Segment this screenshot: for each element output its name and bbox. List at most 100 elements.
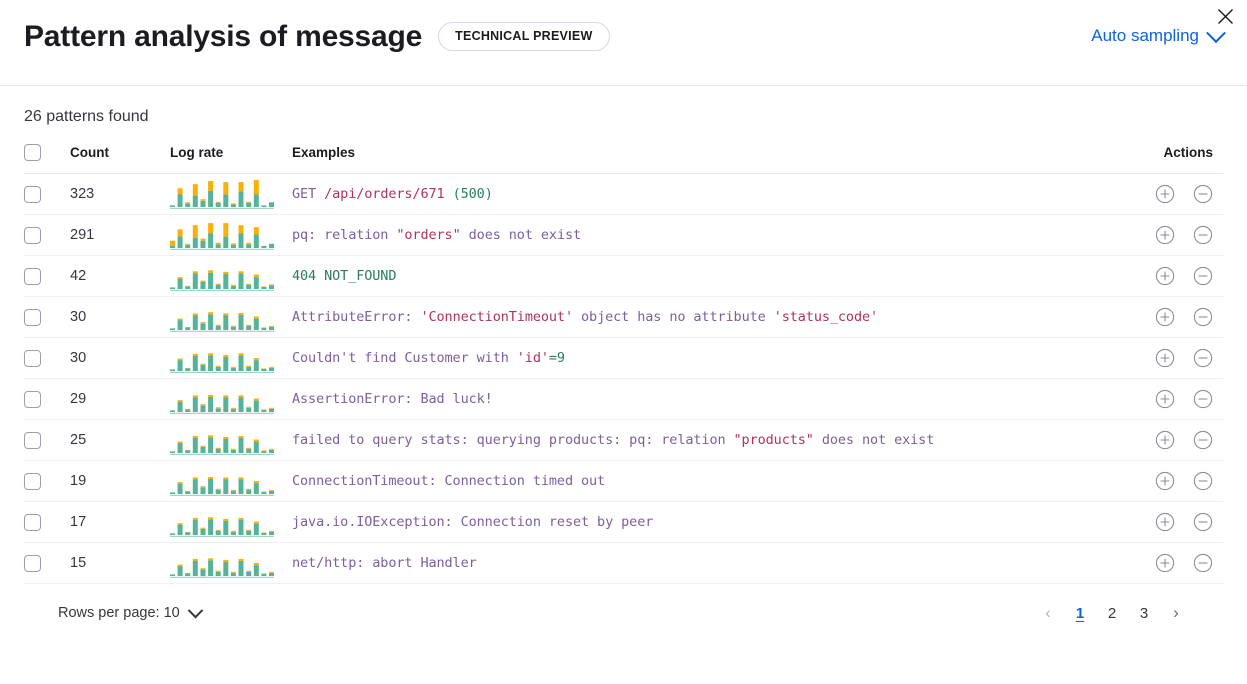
table-header-row: Count Log rate Examples Actions bbox=[24, 144, 1223, 174]
row-actions-cell bbox=[1107, 460, 1223, 502]
add-filter-button[interactable] bbox=[1155, 225, 1175, 245]
remove-filter-button[interactable] bbox=[1193, 266, 1213, 286]
row-checkbox[interactable] bbox=[24, 554, 41, 572]
minus-circle-icon bbox=[1193, 553, 1213, 573]
plus-circle-icon bbox=[1155, 184, 1175, 204]
example-text: 404 NOT_FOUND bbox=[292, 268, 396, 284]
table-row[interactable]: 30 Couldn't find Customer with 'id'=9 bbox=[24, 337, 1223, 379]
title-group: Pattern analysis of message TECHNICAL PR… bbox=[24, 20, 610, 53]
row-log-rate-cell bbox=[170, 460, 292, 502]
add-filter-button[interactable] bbox=[1155, 389, 1175, 409]
count-value: 291 bbox=[70, 227, 95, 243]
row-count-cell: 291 bbox=[70, 214, 170, 256]
page-button-2[interactable]: 2 bbox=[1099, 600, 1125, 626]
row-select-cell bbox=[24, 173, 70, 215]
add-filter-button[interactable] bbox=[1155, 348, 1175, 368]
add-filter-button[interactable] bbox=[1155, 471, 1175, 491]
example-token: does not exist bbox=[460, 227, 582, 243]
table-row[interactable]: 17 java.io.IOException: Connection reset… bbox=[24, 501, 1223, 543]
page-button-1[interactable]: 1 bbox=[1067, 600, 1093, 626]
plus-circle-icon bbox=[1155, 266, 1175, 286]
table-row[interactable]: 323 GET /api/orders/671 (500) bbox=[24, 173, 1223, 215]
row-checkbox[interactable] bbox=[24, 267, 41, 285]
table-row[interactable]: 29 AssertionError: Bad luck! bbox=[24, 378, 1223, 420]
row-log-rate-cell bbox=[170, 296, 292, 338]
example-text: ConnectionTimeout: Connection timed out bbox=[292, 473, 605, 489]
add-filter-button[interactable] bbox=[1155, 553, 1175, 573]
example-token: net/http: abort Handler bbox=[292, 555, 477, 571]
example-token: =9 bbox=[548, 350, 565, 366]
row-example-cell: pq: relation "orders" does not exist bbox=[292, 214, 1107, 256]
row-checkbox[interactable] bbox=[24, 390, 41, 408]
chevron-down-icon bbox=[187, 602, 203, 618]
row-checkbox[interactable] bbox=[24, 226, 41, 244]
row-checkbox[interactable] bbox=[24, 513, 41, 531]
column-header-log-rate[interactable]: Log rate bbox=[170, 144, 292, 174]
next-page-button[interactable]: › bbox=[1163, 600, 1189, 626]
row-actions-cell bbox=[1107, 419, 1223, 461]
remove-filter-button[interactable] bbox=[1193, 184, 1213, 204]
row-count-cell: 30 bbox=[70, 337, 170, 379]
column-header-count[interactable]: Count bbox=[70, 144, 170, 174]
table-row[interactable]: 30 AttributeError: 'ConnectionTimeout' o… bbox=[24, 296, 1223, 338]
remove-filter-button[interactable] bbox=[1193, 471, 1213, 491]
column-header-actions: Actions bbox=[1107, 144, 1223, 174]
add-filter-button[interactable] bbox=[1155, 430, 1175, 450]
log-rate-sparkline bbox=[170, 312, 274, 332]
count-value: 30 bbox=[70, 350, 87, 366]
table-row[interactable]: 42 404 NOT_FOUND bbox=[24, 255, 1223, 297]
table-row[interactable]: 19 ConnectionTimeout: Connection timed o… bbox=[24, 460, 1223, 502]
remove-filter-button[interactable] bbox=[1193, 512, 1213, 532]
row-checkbox[interactable] bbox=[24, 431, 41, 449]
example-token: (500) bbox=[452, 186, 493, 202]
row-checkbox[interactable] bbox=[24, 308, 41, 326]
table-row[interactable]: 291 pq: relation "orders" does not exist bbox=[24, 214, 1223, 256]
table-row[interactable]: 15 net/http: abort Handler bbox=[24, 542, 1223, 584]
row-checkbox[interactable] bbox=[24, 349, 41, 367]
log-rate-sparkline bbox=[170, 180, 274, 209]
table-row[interactable]: 25 failed to query stats: querying produ… bbox=[24, 419, 1223, 461]
page-button-3[interactable]: 3 bbox=[1131, 600, 1157, 626]
minus-circle-icon bbox=[1193, 512, 1213, 532]
row-example-cell: AttributeError: 'ConnectionTimeout' obje… bbox=[292, 296, 1107, 338]
row-log-rate-cell bbox=[170, 419, 292, 461]
add-filter-button[interactable] bbox=[1155, 512, 1175, 532]
remove-filter-button[interactable] bbox=[1193, 225, 1213, 245]
count-value: 29 bbox=[70, 391, 87, 407]
row-count-cell: 17 bbox=[70, 501, 170, 543]
select-all-checkbox[interactable] bbox=[24, 144, 41, 161]
remove-filter-button[interactable] bbox=[1193, 307, 1213, 327]
log-rate-sparkline bbox=[170, 476, 274, 496]
row-select-cell bbox=[24, 542, 70, 584]
row-select-cell bbox=[24, 214, 70, 256]
count-value: 19 bbox=[70, 473, 87, 489]
add-filter-button[interactable] bbox=[1155, 307, 1175, 327]
plus-circle-icon bbox=[1155, 307, 1175, 327]
row-checkbox[interactable] bbox=[24, 472, 41, 490]
plus-circle-icon bbox=[1155, 348, 1175, 368]
select-all-header bbox=[24, 144, 70, 174]
remove-filter-button[interactable] bbox=[1193, 389, 1213, 409]
count-value: 323 bbox=[70, 186, 95, 202]
add-filter-button[interactable] bbox=[1155, 184, 1175, 204]
remove-filter-button[interactable] bbox=[1193, 348, 1213, 368]
add-filter-button[interactable] bbox=[1155, 266, 1175, 286]
auto-sampling-button[interactable]: Auto sampling bbox=[1091, 23, 1226, 46]
minus-circle-icon bbox=[1193, 266, 1213, 286]
column-header-examples[interactable]: Examples bbox=[292, 144, 1107, 174]
minus-circle-icon bbox=[1193, 225, 1213, 245]
close-button[interactable] bbox=[1211, 2, 1239, 30]
remove-filter-button[interactable] bbox=[1193, 430, 1213, 450]
example-token: object has no attribute bbox=[572, 309, 774, 325]
example-token: "orders" bbox=[396, 227, 461, 243]
minus-circle-icon bbox=[1193, 348, 1213, 368]
row-select-cell bbox=[24, 337, 70, 379]
status-badge: TECHNICAL PREVIEW bbox=[438, 22, 610, 51]
plus-circle-icon bbox=[1155, 471, 1175, 491]
remove-filter-button[interactable] bbox=[1193, 553, 1213, 573]
row-log-rate-cell bbox=[170, 255, 292, 297]
rows-per-page-button[interactable]: Rows per page: 10 bbox=[58, 602, 203, 621]
previous-page-button[interactable]: ‹ bbox=[1035, 600, 1061, 626]
row-checkbox[interactable] bbox=[24, 185, 41, 203]
